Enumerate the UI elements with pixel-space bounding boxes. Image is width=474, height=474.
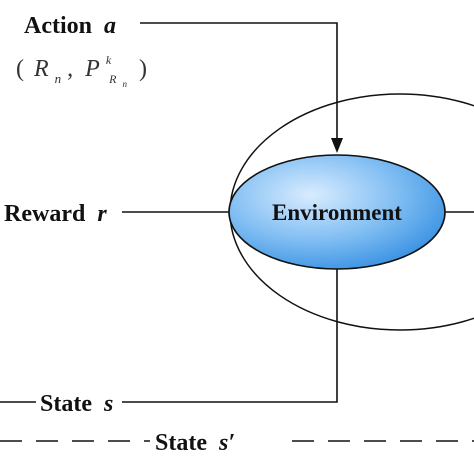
action-params: ( R n , P k R n ): [16, 44, 147, 93]
reward-label: Reward r: [4, 201, 107, 227]
environment-label: Environment: [272, 200, 402, 225]
action-arrowhead: [331, 138, 343, 153]
state-label: State s: [40, 391, 113, 417]
state-connector: [122, 269, 338, 403]
next-state-label: State s′: [155, 430, 235, 456]
action-label: Action a: [24, 13, 116, 39]
action-connector: [140, 22, 338, 140]
